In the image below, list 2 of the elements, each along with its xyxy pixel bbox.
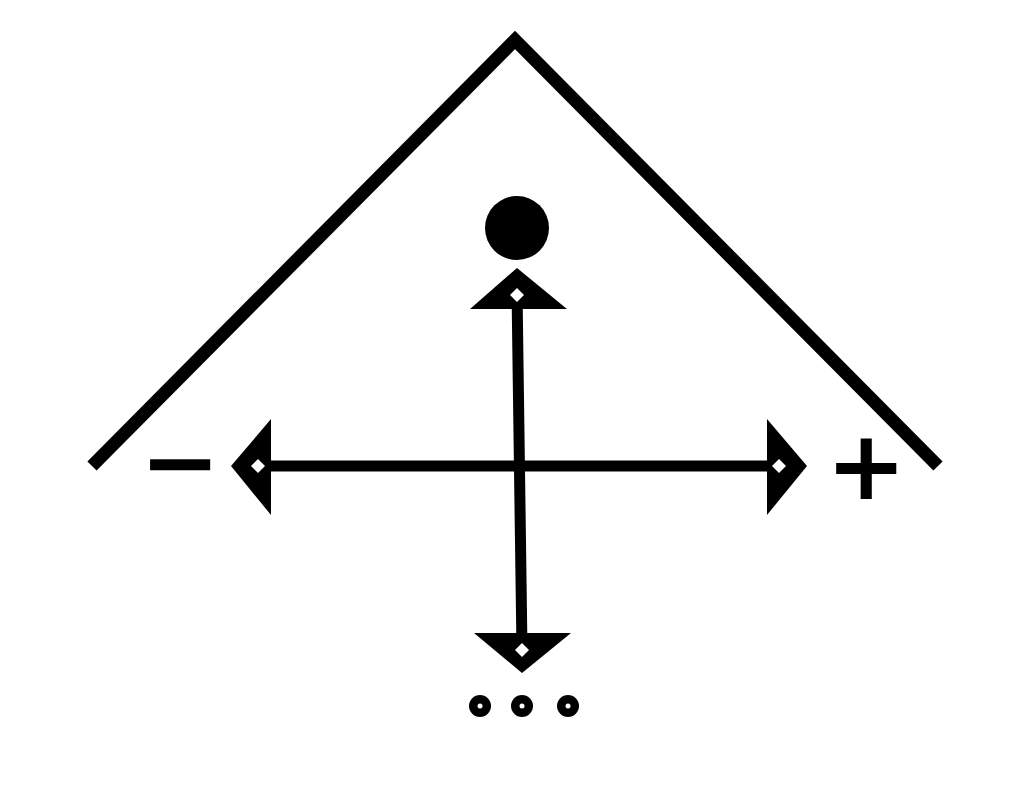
minus-sign: − bbox=[140, 414, 221, 510]
plus-sign: + bbox=[826, 418, 907, 514]
